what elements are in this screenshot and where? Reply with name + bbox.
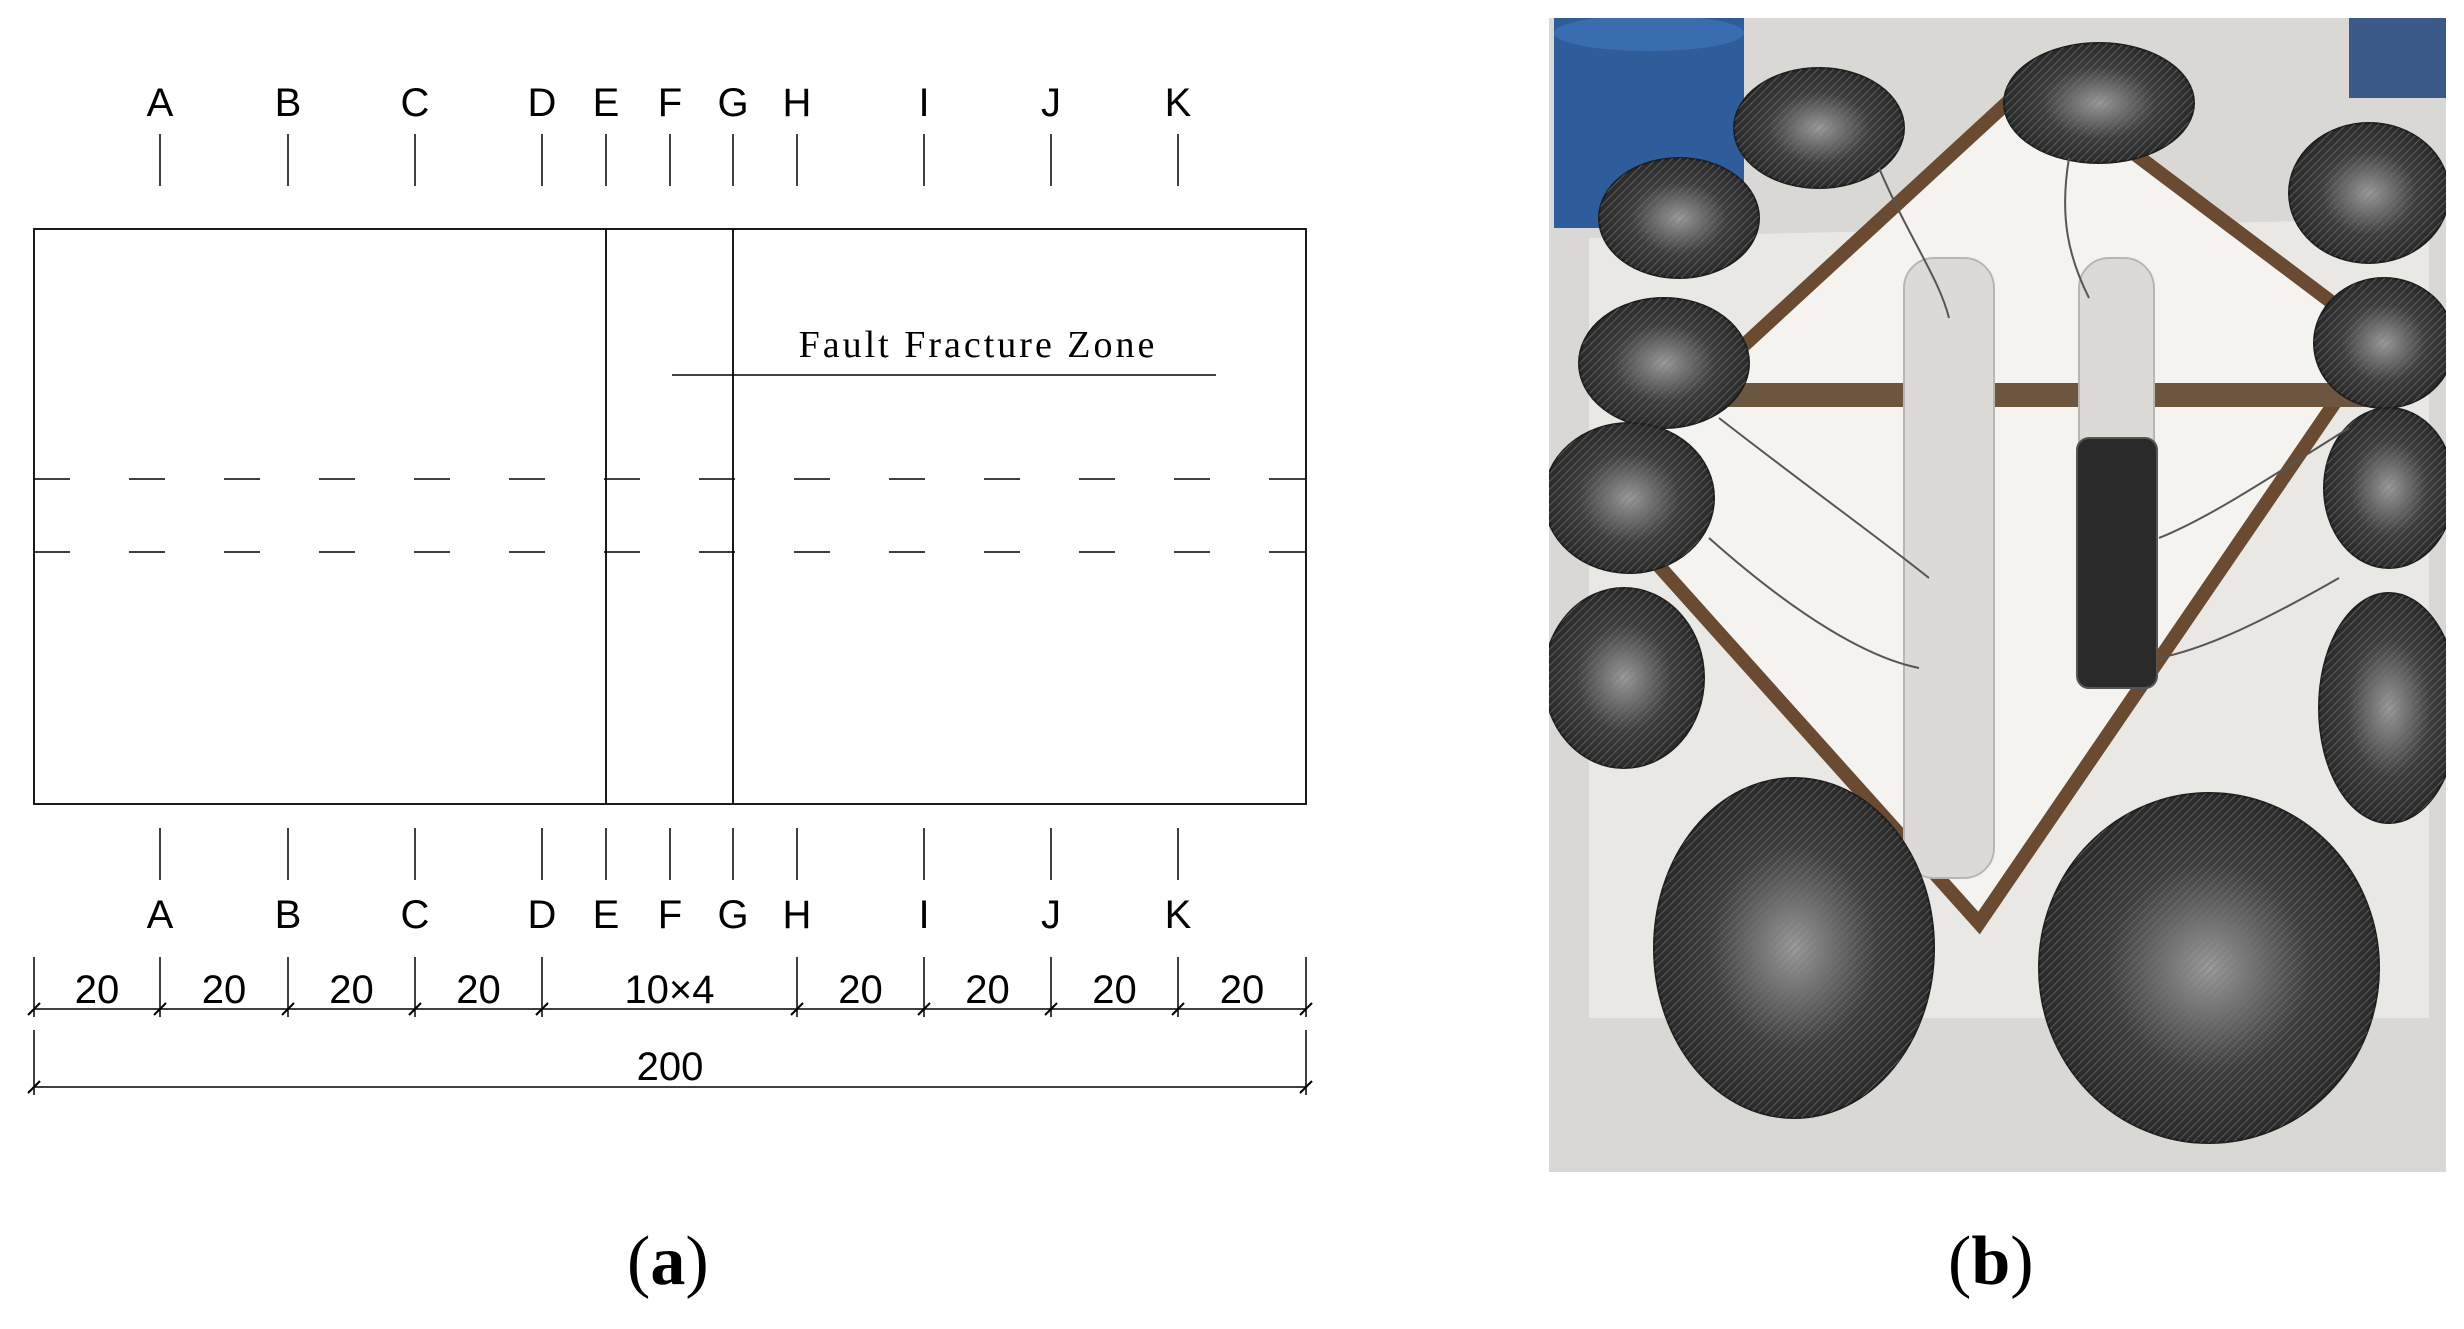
top-station-label-i: I bbox=[918, 81, 929, 125]
top-station-label-j: J bbox=[1041, 81, 1061, 125]
top-station-label-d: D bbox=[528, 81, 557, 125]
loose-wires bbox=[1708, 157, 2350, 669]
segment-dimension-value: 20 bbox=[1092, 968, 1137, 1012]
segment-dimension-value: 20 bbox=[75, 968, 120, 1012]
total-dim-right-tick bbox=[1299, 1080, 1313, 1094]
total-dim-left-tick bbox=[27, 1080, 41, 1094]
panel-a-caption: (a) bbox=[627, 1222, 709, 1302]
segment-dimension-value: 20 bbox=[202, 968, 247, 1012]
panel-a-caption-open: ( bbox=[627, 1223, 651, 1300]
total-dimension-value: 200 bbox=[637, 1045, 704, 1089]
panel-b-caption: (b) bbox=[1948, 1222, 2034, 1302]
fault-zone-label: Fault Fracture Zone bbox=[799, 324, 1158, 366]
panel-b-caption-open: ( bbox=[1948, 1223, 1972, 1300]
top-station-label-f: F bbox=[658, 81, 682, 125]
bottom-station-label-i: I bbox=[918, 893, 929, 937]
segment-dimensions: 20 20 20 20 10×4 20 20 20 20 bbox=[27, 957, 1313, 1017]
bottom-station-label-d: D bbox=[528, 893, 557, 937]
bottom-station-label-b: B bbox=[275, 893, 302, 937]
bottom-station-label-k: K bbox=[1165, 893, 1192, 937]
bottom-station-label-g: G bbox=[717, 893, 748, 937]
panel-a-caption-close: ) bbox=[685, 1223, 709, 1300]
top-station-label-a: A bbox=[147, 81, 174, 125]
segment-dimension-value: 20 bbox=[329, 968, 374, 1012]
bottom-station-label-h: H bbox=[783, 893, 812, 937]
bottom-station-ticks bbox=[159, 828, 1179, 880]
panel-b-caption-letter: b bbox=[1971, 1223, 2011, 1300]
top-station-label-h: H bbox=[783, 81, 812, 125]
fault-core-sample bbox=[2076, 437, 2158, 689]
bottom-station-label-c: C bbox=[401, 893, 430, 937]
segment-dimension-value: 20 bbox=[838, 968, 883, 1012]
model-photograph bbox=[1549, 18, 2446, 1172]
segment-dimension-value: 20 bbox=[965, 968, 1010, 1012]
segment-dimension-value: 10×4 bbox=[624, 968, 714, 1012]
top-station-label-k: K bbox=[1165, 81, 1192, 125]
panel-b-caption-close: ) bbox=[2010, 1223, 2034, 1300]
bottom-station-label-e: E bbox=[593, 893, 620, 937]
top-station-label-b: B bbox=[275, 81, 302, 125]
top-station-ticks bbox=[159, 134, 1179, 186]
segment-dimension-value: 20 bbox=[456, 968, 501, 1012]
segment-dimension-value: 20 bbox=[1220, 968, 1265, 1012]
model-outline bbox=[33, 228, 1307, 805]
top-station-label-g: G bbox=[717, 81, 748, 125]
panel-a-caption-letter: a bbox=[650, 1223, 686, 1300]
top-station-label-c: C bbox=[401, 81, 430, 125]
top-station-label-e: E bbox=[593, 81, 620, 125]
steel-beam bbox=[1669, 383, 2369, 407]
bottom-station-label-a: A bbox=[147, 893, 174, 937]
bottom-station-label-j: J bbox=[1041, 893, 1061, 937]
cable-coil-texture bbox=[1549, 43, 2446, 1143]
bottom-station-label-f: F bbox=[658, 893, 682, 937]
tunnel-cylinder-left bbox=[1903, 257, 1995, 879]
